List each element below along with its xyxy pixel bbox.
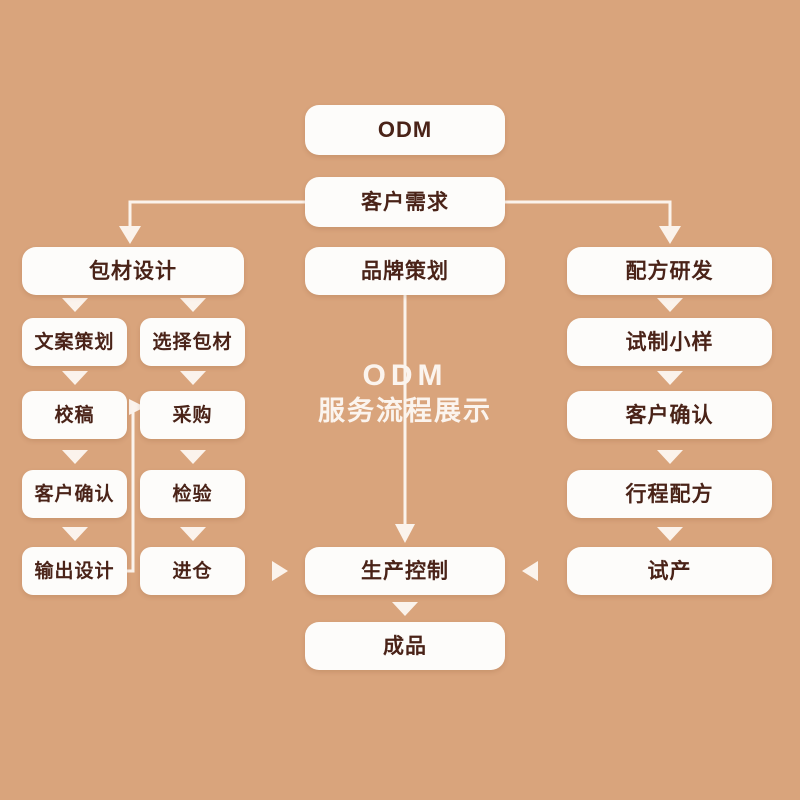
node-brand-planning[interactable]: 品牌策划 <box>305 247 505 295</box>
node-trial-sample-label: 试制小样 <box>625 330 714 354</box>
arrowhead-brand-to-production <box>395 524 415 543</box>
node-packaging-design-label: 包材设计 <box>89 259 177 283</box>
node-purchase-label: 采购 <box>172 404 213 426</box>
connector-demand-to-formula <box>505 200 672 228</box>
node-production-control[interactable]: 生产控制 <box>305 547 505 595</box>
arrowhead-inspection-to-warehousing <box>180 527 206 541</box>
node-copy-planning[interactable]: 文案策划 <box>22 318 127 366</box>
node-process-formula-label: 行程配方 <box>625 482 714 506</box>
arrowhead-formula-to-trial-production <box>657 527 683 541</box>
node-packaging-design[interactable]: 包材设计 <box>22 247 244 295</box>
arrowhead-warehousing-to-production <box>272 561 288 581</box>
node-odm[interactable]: ODM <box>305 105 505 155</box>
node-proofreading[interactable]: 校稿 <box>22 391 127 439</box>
watermark-line-1: ODM <box>362 359 448 392</box>
node-customer-confirm-right[interactable]: 客户确认 <box>567 391 772 439</box>
arrowhead-packaging-to-copy <box>62 298 88 312</box>
connector-demand-to-packaging <box>128 200 305 228</box>
arrowhead-formula-to-trial-sample <box>657 298 683 312</box>
node-output-design-label: 输出设计 <box>34 560 115 582</box>
node-customer-demand-label: 客户需求 <box>361 190 449 214</box>
arrowhead-sample-to-confirm <box>657 371 683 385</box>
watermark-line-2: 服务流程展示 <box>318 395 492 426</box>
arrowhead-production-to-finished <box>392 602 418 616</box>
node-trial-sample[interactable]: 试制小样 <box>567 318 772 366</box>
node-customer-confirm-left-label: 客户确认 <box>34 483 115 505</box>
node-brand-planning-label: 品牌策划 <box>361 259 449 283</box>
arrowhead-select-to-purchase <box>180 371 206 385</box>
node-formula-rd[interactable]: 配方研发 <box>567 247 772 295</box>
arrowhead-proofreading-to-confirm <box>62 450 88 464</box>
node-finished-product[interactable]: 成品 <box>305 622 505 670</box>
node-proofreading-label: 校稿 <box>54 404 95 426</box>
arrowhead-copy-to-proofreading <box>62 371 88 385</box>
node-trial-production[interactable]: 试产 <box>567 547 772 595</box>
arrowhead-purchase-to-inspection <box>180 450 206 464</box>
node-customer-demand[interactable]: 客户需求 <box>305 177 505 227</box>
arrowhead-demand-to-formula <box>659 226 681 244</box>
arrowhead-demand-to-packaging <box>119 226 141 244</box>
node-odm-label: ODM <box>377 117 433 142</box>
node-select-packaging[interactable]: 选择包材 <box>140 318 245 366</box>
node-warehousing-label: 进仓 <box>172 560 213 582</box>
node-production-control-label: 生产控制 <box>361 559 449 583</box>
node-formula-rd-label: 配方研发 <box>625 259 714 283</box>
connector-output-to-purchase <box>127 405 135 573</box>
node-inspection[interactable]: 检验 <box>140 470 245 518</box>
arrowhead-confirm-to-output <box>62 527 88 541</box>
node-select-packaging-label: 选择包材 <box>152 331 233 353</box>
node-trial-production-label: 试产 <box>647 559 692 583</box>
node-copy-planning-label: 文案策划 <box>34 331 115 353</box>
node-purchase[interactable]: 采购 <box>140 391 245 439</box>
arrowhead-trial-to-production <box>522 561 538 581</box>
node-finished-product-label: 成品 <box>383 634 427 658</box>
arrowhead-packaging-to-select <box>180 298 206 312</box>
arrowhead-confirm-to-formula <box>657 450 683 464</box>
node-process-formula[interactable]: 行程配方 <box>567 470 772 518</box>
node-inspection-label: 检验 <box>172 483 213 505</box>
node-warehousing[interactable]: 进仓 <box>140 547 245 595</box>
node-customer-confirm-left[interactable]: 客户确认 <box>22 470 127 518</box>
watermark-text: ODM 服务流程展示 <box>305 358 505 428</box>
node-output-design[interactable]: 输出设计 <box>22 547 127 595</box>
node-customer-confirm-right-label: 客户确认 <box>625 403 714 427</box>
